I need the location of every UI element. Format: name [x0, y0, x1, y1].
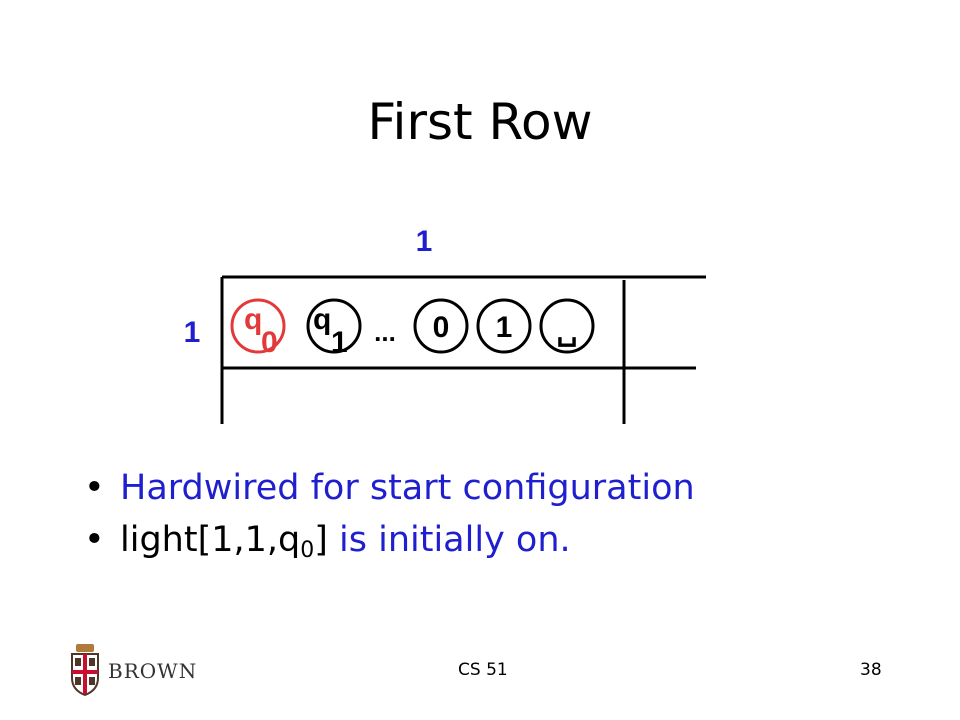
cell-zero-symbol: 0 — [433, 311, 450, 344]
cell-q1-symbol: q — [313, 303, 331, 336]
bullet-code-prefix: light[1,1,q — [120, 520, 301, 560]
cell-zero-circle — [413, 298, 469, 354]
bullet-item: • Hardwired for start configuration — [84, 462, 695, 514]
bullet-code-suffix: ] — [314, 520, 328, 560]
bullet-list: • Hardwired for start configuration • li… — [84, 462, 695, 566]
bullet-code-sub: 0 — [300, 538, 315, 563]
cell-blank-circle — [539, 298, 595, 354]
cell-q1-circle — [306, 298, 362, 354]
footer-course: CS 51 — [458, 660, 508, 680]
cell-q0-sub: 0 — [261, 326, 278, 359]
cell-q0-symbol: q — [244, 303, 262, 336]
bullet-text: Hardwired for start configuration — [120, 468, 695, 508]
cell-one-symbol: 1 — [496, 311, 513, 344]
slide-title: First Row — [367, 93, 593, 151]
brown-wordmark: BROWN — [108, 659, 198, 683]
brown-shield-icon — [71, 644, 99, 696]
cell-q1-sub: 1 — [331, 326, 348, 359]
bullet-dot: • — [84, 468, 105, 508]
bullet-dot: • — [84, 520, 105, 560]
footer-page-number: 38 — [860, 660, 882, 680]
cell-q0-circle — [230, 298, 286, 354]
bullet-item: • light[1,1,q0] is initially on. — [84, 514, 695, 566]
bullet-text-rest: is initially on. — [327, 520, 571, 560]
cell-one-circle — [476, 298, 532, 354]
column-label: 1 — [416, 225, 433, 258]
row-label: 1 — [184, 316, 201, 349]
cell-ellipsis: ... — [374, 317, 396, 347]
cell-blank-symbol: ␣ — [556, 313, 577, 348]
